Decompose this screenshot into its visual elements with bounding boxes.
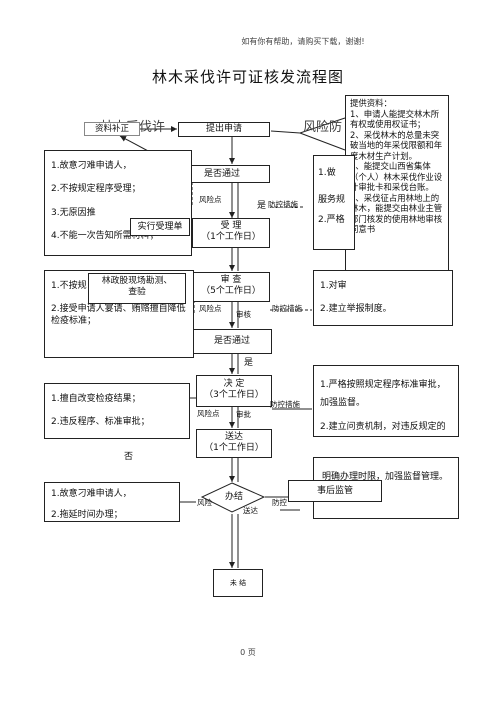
node-review-label: 审 查: [220, 275, 242, 285]
risk-review-1: 1.不按规: [51, 281, 87, 291]
required-doc-4: 4、采伐征占用林地上的林木，能提交由林业主管部门核发的使用林地审核同意书: [350, 192, 443, 235]
node-material-fix: 资料补正: [84, 122, 140, 136]
node-accept-label: 受 理: [220, 221, 242, 231]
risk-deliver-2: 2.拖延时间办理；: [51, 510, 123, 521]
label-risk-point-3: 风险点: [197, 409, 220, 418]
risk-accept-2: 2.不按规定程序受理；: [51, 184, 141, 195]
risk-accept-3: 3.无原因推: [51, 207, 96, 218]
measure-accept-3: 2.严格: [318, 214, 345, 225]
node-submit: 提出申请: [178, 122, 270, 137]
label-no-2: 否: [124, 452, 134, 462]
measure-review-2: 2.建立举报制度。: [320, 304, 392, 315]
node-decide: 决 定 （3个工作日）: [196, 375, 272, 407]
node-deliver-label: 送达: [224, 432, 243, 442]
label-risk-point-4: 风险: [197, 498, 212, 507]
measure-review-1: 1.对审: [320, 281, 347, 291]
node-pass-check-2: 是否通过: [192, 329, 272, 354]
risk-decide-1: 1.擅自改变检疫结果；: [51, 394, 141, 404]
node-review-days: （5个工作日）: [201, 286, 261, 297]
node-close: 办结: [224, 492, 243, 502]
page-title: 林木采伐许可证核发流程图: [151, 68, 344, 86]
label-approve-tag: 审批: [236, 410, 251, 419]
label-risk-point-1: 风险点: [199, 195, 222, 204]
measure-box-review: 1.对审 2.建立举报制度。: [313, 270, 453, 326]
page-footer: 0 页: [240, 648, 256, 657]
header-note: 如有你有帮助，请购买下载，谢谢!: [241, 37, 365, 46]
required-docs-heading: 提供资料：: [350, 98, 392, 108]
measure-decide-2: 2.建立问责机制，对违反规定的: [320, 422, 446, 432]
node-accept: 受 理 （1个工作日）: [192, 218, 270, 248]
risk-box-accept: 1.故意刁难申请人， 2.不按规定程序受理； 3.无原因推 4.不能一次告知所需…: [44, 150, 192, 256]
required-doc-3: 3、能提交山西省集体（个人）林木采伐作业设计审批卡和采伐台账。: [350, 161, 443, 192]
required-doc-2: 2、采伐林木的总量未突破当地的年采伐限额和年度木材生产计划。: [350, 129, 443, 161]
label-measure-4: 防控: [272, 498, 287, 507]
risk-box-decide: 1.擅自改变检疫结果； 2.违反程序、标准审批；: [44, 383, 190, 439]
node-deliver: 送达 （1个工作日）: [196, 429, 272, 458]
node-end: 未 结: [213, 569, 263, 597]
risk-box-deliver: 1.故意刁难申请人， 2.拖延时间办理；: [44, 482, 180, 522]
node-accept-days: （1个工作日）: [201, 232, 261, 243]
risk-accept-4: 4.不能一次告知所需材料；: [51, 230, 159, 241]
measure-accept-1: 1.做: [318, 168, 336, 178]
label-measure-2: 防控措施: [272, 304, 302, 313]
node-deliver-days: （1个工作日）: [204, 443, 264, 454]
risk-deliver-1: 1.故意刁难申请人，: [51, 489, 132, 499]
node-review: 审 查 （5个工作日）: [192, 272, 270, 302]
required-doc-1: 1、申请人能提交林木所有权或使用权证书；: [350, 108, 440, 130]
measure-box-accept: 1.做 服务规 2.严格: [313, 155, 355, 250]
bg-title-right: 风险防: [303, 120, 343, 135]
label-risk-point-2: 风险点: [199, 304, 222, 313]
measure-accept-2: 服务规: [318, 195, 346, 206]
callout-forestry-survey: 林政股现场勘测、查验: [88, 273, 186, 304]
label-deliver-tag: 送达: [243, 506, 258, 515]
node-pass-check-1: 是否通过: [174, 165, 270, 183]
measure-box-decide: 1.严格按照规定程序标准审批，加强监督。 2.建立问责机制，对违反规定的: [313, 365, 459, 437]
label-review-tag: 审核: [236, 310, 251, 319]
measure-deliver-1: 明确办理时限，加强监督管理。: [322, 472, 449, 482]
risk-accept-1: 1.故意刁难申请人，: [51, 161, 132, 171]
label-yes-1: 是: [257, 201, 267, 211]
risk-review-2: 2.接受申请人宴请、贿赂擅自降低检疫标准；: [51, 304, 186, 326]
measure-decide-1: 1.严格按照规定程序标准审批，加强监督。: [320, 380, 446, 408]
required-docs-box: 提供资料： 1、申请人能提交林木所有权或使用权证书； 2、采伐林木的总量未突破当…: [345, 95, 449, 287]
callout-post-supervision: 事后监管: [288, 480, 382, 502]
label-yes-2: 是: [244, 358, 254, 368]
risk-decide-2: 2.违反程序、标准审批；: [51, 417, 150, 428]
node-decide-label: 决 定: [223, 379, 245, 389]
callout-implement: 实行受理单: [130, 218, 190, 236]
node-decide-days: （3个工作日）: [204, 390, 264, 401]
label-measure-3: 防控措施: [270, 400, 300, 409]
label-measure-1: 防控措施: [268, 200, 298, 209]
